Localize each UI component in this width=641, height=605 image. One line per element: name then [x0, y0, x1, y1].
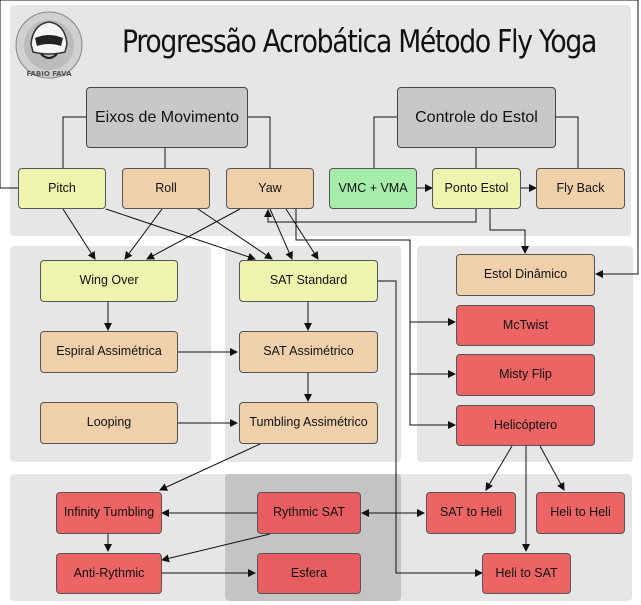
node-tumbling-assimetrico[interactable]: Tumbling Assimétrico	[239, 402, 378, 444]
edge-heli-sattoheli	[485, 445, 513, 491]
node-misty-flip[interactable]: Misty Flip	[456, 354, 595, 396]
edge-sat-helitosat	[378, 280, 483, 577]
node-esfera[interactable]: Esfera	[257, 553, 361, 594]
edge-pitch-sat	[105, 208, 256, 261]
edge-yaw-right	[295, 209, 456, 429]
node-fly-back[interactable]: Fly Back	[536, 168, 625, 209]
node-roll[interactable]: Roll	[122, 168, 210, 209]
edge-ponto-estol-dinamico	[489, 209, 529, 254]
node-espiral-assimetrica[interactable]: Espiral Assimétrica	[40, 331, 178, 373]
edge-yaw-wingover	[146, 208, 241, 260]
node-helicoptero[interactable]: Helicóptero	[456, 405, 595, 446]
edge-controle-flyback	[556, 116, 579, 169]
node-heli-to-heli[interactable]: Heli to Heli	[536, 492, 625, 534]
node-sat-assimetrico[interactable]: SAT Assimétrico	[239, 331, 378, 373]
node-pitch[interactable]: Pitch	[18, 168, 106, 209]
page-title: Progressão Acrobática Método Fly Yoga	[122, 24, 597, 60]
node-yaw[interactable]: Yaw	[226, 168, 314, 209]
logo-text: FABIO FAVA	[26, 70, 72, 78]
edge-frame-pitch	[0, 0, 639, 278]
node-ponto-estol[interactable]: Ponto Estol	[432, 168, 521, 209]
edge-tumbling-infinity	[159, 443, 261, 491]
node-mctwist[interactable]: McTwist	[456, 305, 595, 346]
node-looping[interactable]: Looping	[40, 402, 178, 444]
node-anti-rythmic[interactable]: Anti-Rythmic	[56, 553, 162, 594]
edge-roll-sat	[197, 208, 273, 260]
node-rythmic-sat[interactable]: Rythmic SAT	[257, 492, 361, 534]
edge-ponto-yaw	[264, 209, 477, 223]
edge-pitch-wingover	[62, 208, 96, 260]
edge-heli-helitoheli	[539, 445, 565, 491]
edge-eixos-yaw	[248, 116, 271, 169]
node-vmc-vma[interactable]: VMC + VMA	[329, 168, 417, 209]
node-controle-do-estol[interactable]: Controle do Estol	[397, 87, 556, 148]
edge-controle-vmc	[373, 116, 397, 169]
edge-yaw-sat	[269, 208, 293, 260]
node-wing-over[interactable]: Wing Over	[40, 260, 178, 302]
pilot-logo: FABIO FAVA	[15, 11, 83, 79]
edge-rythmic-anti	[161, 533, 271, 563]
edge-eixos-pitch	[62, 116, 86, 169]
node-eixos-de-movimento[interactable]: Eixos de Movimento	[86, 87, 248, 148]
edge-roll-wingover	[124, 208, 163, 260]
node-sat-to-heli[interactable]: SAT to Heli	[426, 492, 516, 534]
node-estol-dinamico[interactable]: Estol Dinâmico	[456, 254, 595, 296]
edge-yaw-sat2	[285, 208, 319, 260]
node-sat-standard[interactable]: SAT Standard	[239, 260, 378, 302]
node-heli-to-sat[interactable]: Heli to SAT	[482, 553, 571, 594]
node-infinity-tumbling[interactable]: Infinity Tumbling	[56, 492, 162, 534]
